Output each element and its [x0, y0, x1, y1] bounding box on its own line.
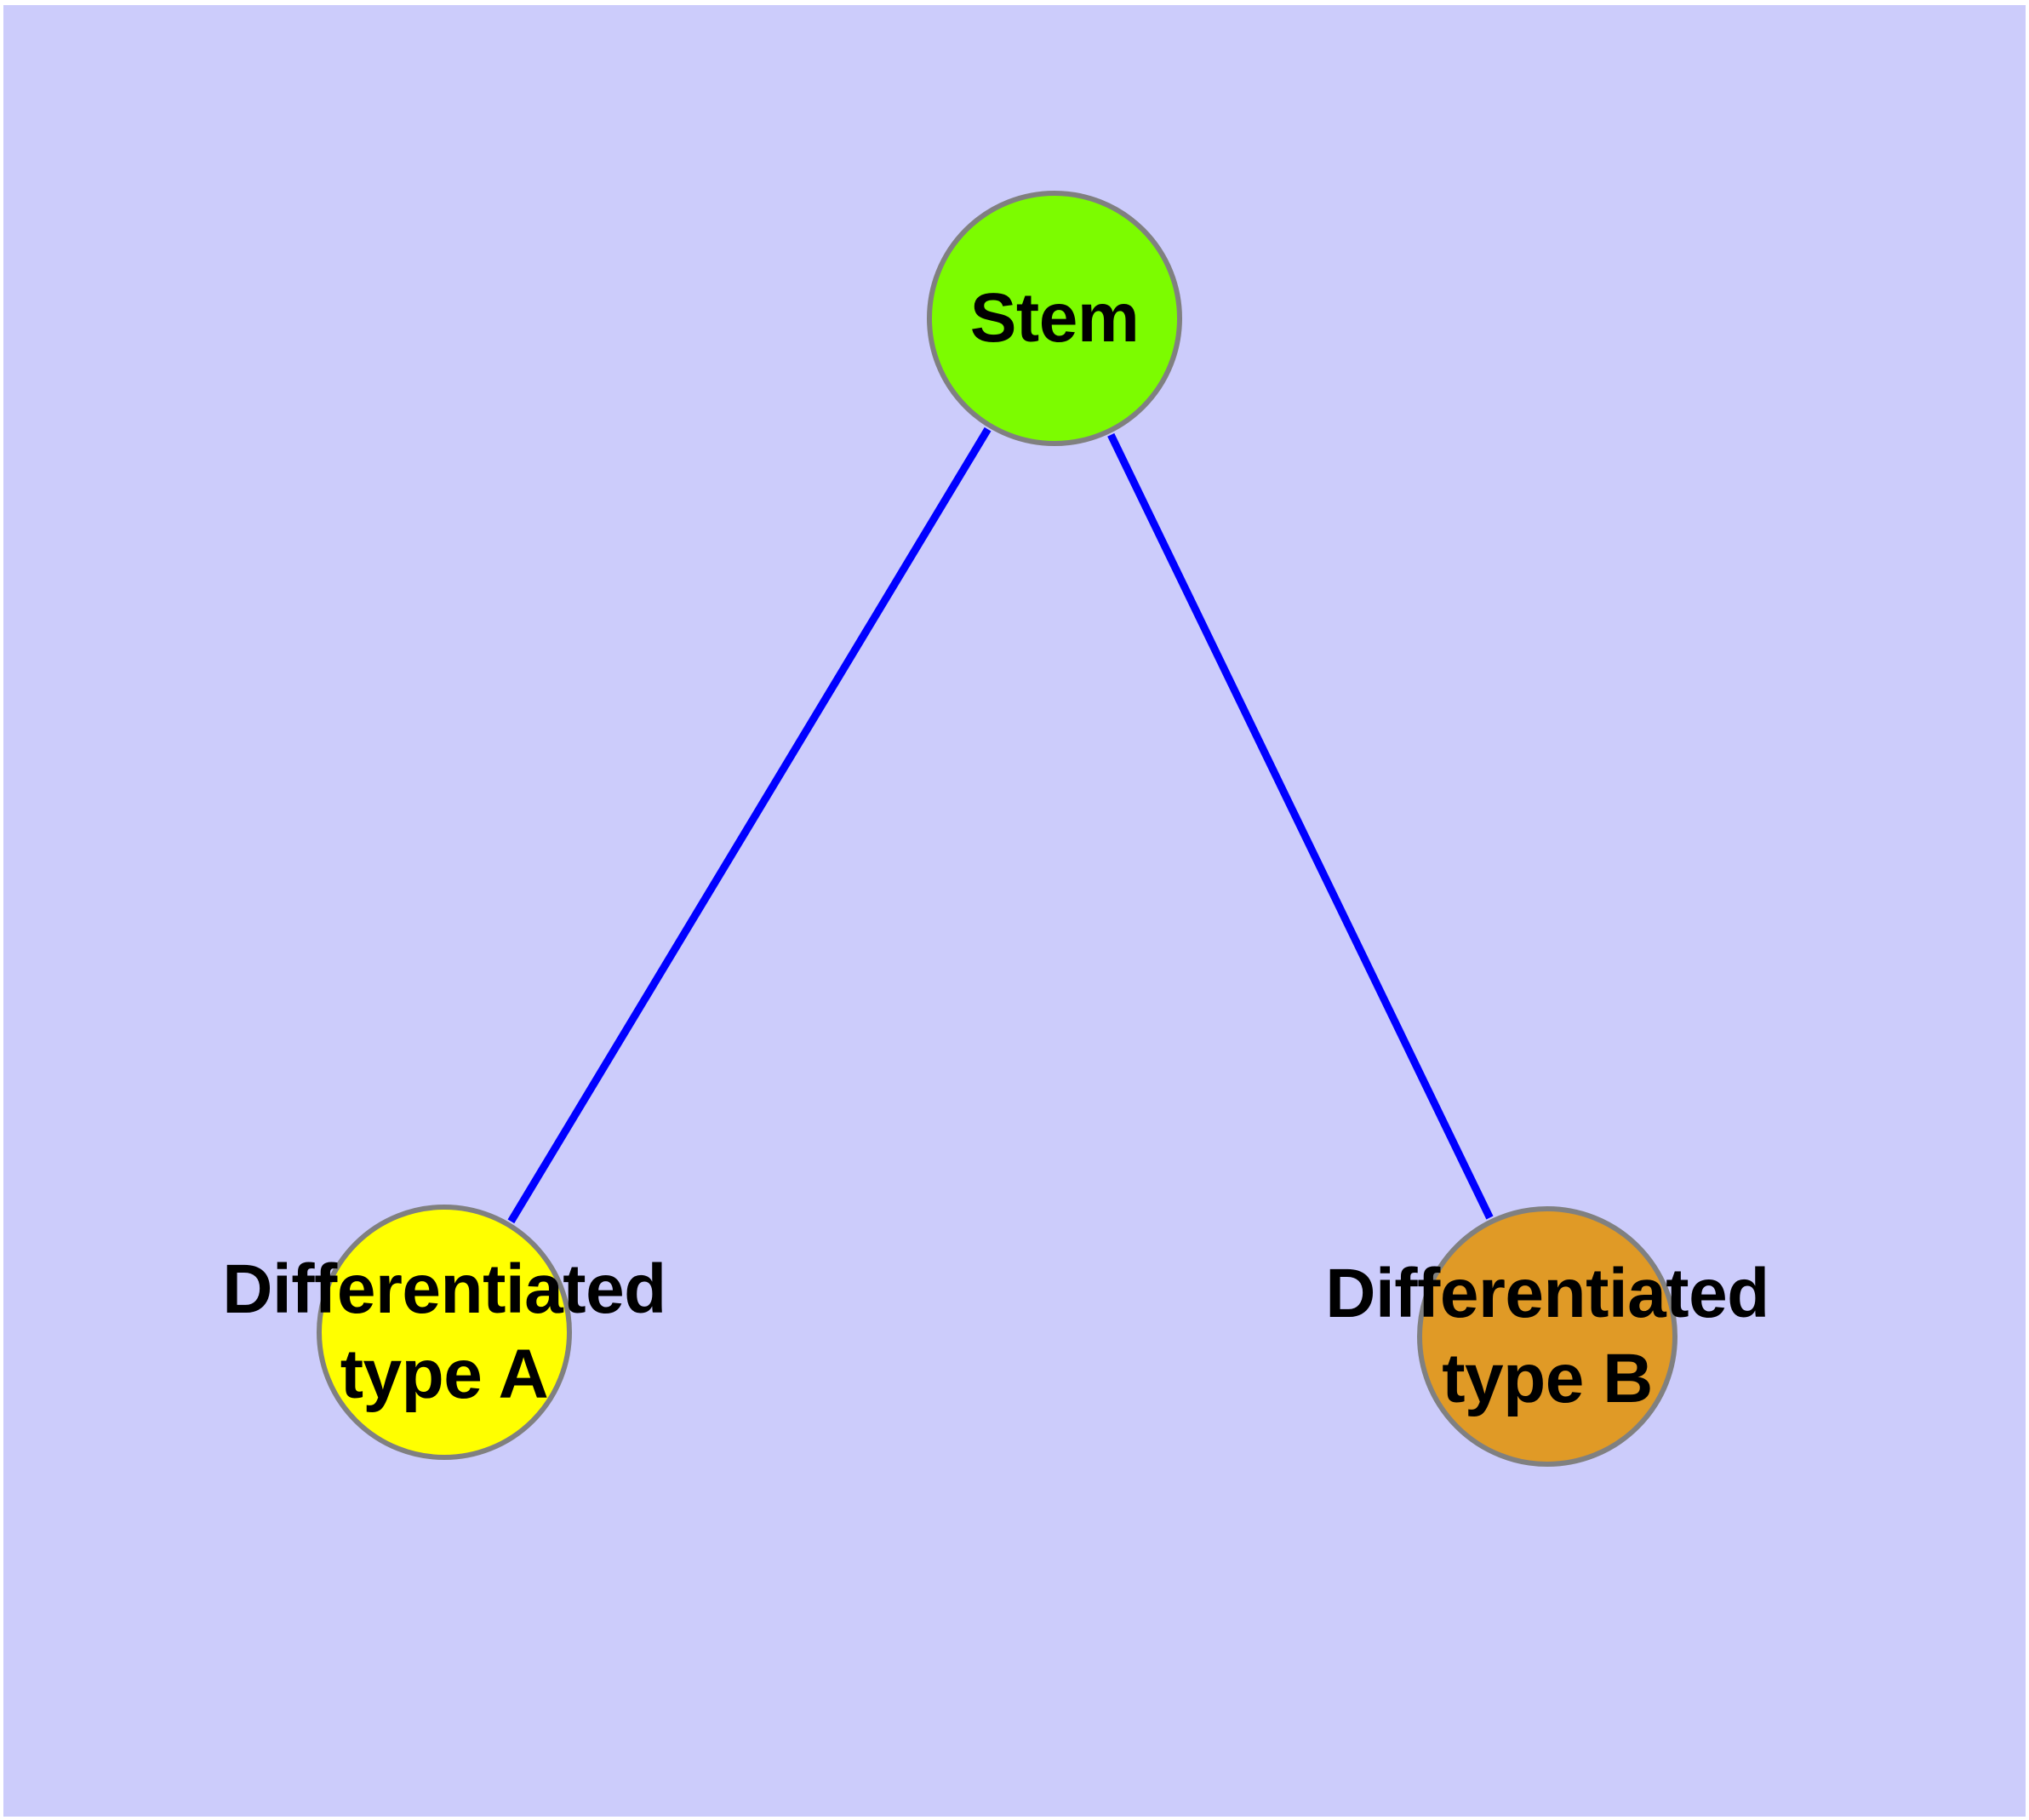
- node-label-diff_a: Differentiated type A: [222, 1250, 666, 1413]
- node-label-stem: Stem: [969, 278, 1140, 357]
- node-label-diff_b: Differentiated type B: [1325, 1254, 1769, 1417]
